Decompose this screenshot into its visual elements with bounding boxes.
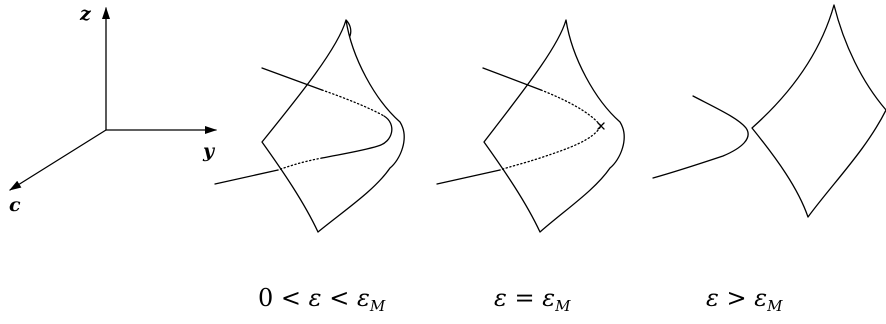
- curve-hidden-2: [499, 89, 602, 171]
- curve-lower-branch-2: [436, 169, 501, 185]
- caption-regime-above-threshold: ε > εM: [706, 284, 783, 315]
- surface-panel-3: [652, 4, 886, 218]
- surface-panel-1: [214, 19, 405, 233]
- curve-lower-branch-1: [214, 169, 279, 185]
- caption-regime-at-threshold: ε = εM: [494, 284, 571, 315]
- curve-upper-branch-1: [261, 67, 323, 91]
- caption-regime-below-threshold: 0 < ε < εM: [258, 284, 386, 315]
- cusp-point-marker: [597, 122, 605, 130]
- folded-surface-2: [483, 19, 625, 233]
- c-axis-arrow: [9, 129, 107, 191]
- surface-panel-2: [436, 19, 625, 233]
- folded-surface-1: [261, 19, 405, 233]
- curve-upper-branch-2: [482, 67, 542, 91]
- folded-surface-3: [751, 4, 886, 218]
- curve-lower-hidden-1: [277, 157, 323, 171]
- y-axis-label: y: [202, 140, 216, 162]
- c-axis-label: c: [9, 194, 21, 216]
- z-axis-label: z: [79, 3, 92, 25]
- detached-curve-3: [652, 95, 749, 179]
- curve-fold-visible-1: [321, 115, 393, 159]
- curve-upper-hidden-1: [321, 89, 385, 117]
- coordinate-axes: z y c: [9, 3, 217, 216]
